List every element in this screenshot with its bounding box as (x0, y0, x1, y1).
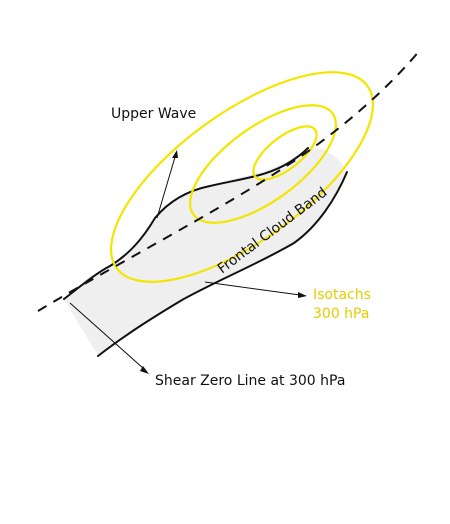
isotachs-300hpa (109, 71, 375, 283)
isotachs-pointer-arrowhead (298, 292, 307, 298)
shear-zero-line (37, 49, 421, 312)
cloud-band-outline-lower (97, 171, 348, 357)
shear-zero-pointer-arrowhead (140, 366, 149, 374)
isotach-middle (189, 104, 337, 224)
shear-zero-pointer-line (69, 302, 145, 370)
upper-wave-arrow-shaft (156, 156, 176, 219)
isotachs-label-line2: 300 hPa (313, 306, 369, 322)
isotach-inner (252, 125, 318, 181)
isotach-outer (109, 71, 375, 283)
isotachs-label-line1: Isotachs (313, 287, 371, 303)
cloud-band-outline-upper (63, 147, 309, 300)
upper-wave-arrowhead (172, 150, 178, 158)
shear-zero-line-label: Shear Zero Line at 300 hPa (155, 373, 345, 389)
upper-wave-label: Upper Wave (111, 106, 196, 122)
isotachs-pointer-line (204, 281, 301, 296)
